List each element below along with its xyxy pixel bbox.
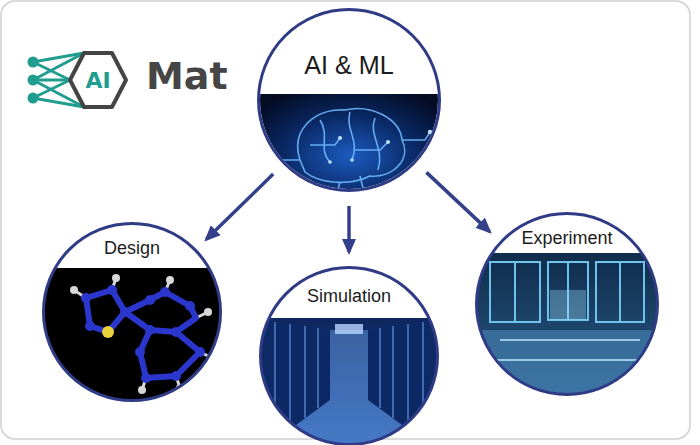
node-label: Simulation (262, 286, 436, 307)
logo-hexagon: AI (70, 50, 126, 110)
node-label: Experiment (478, 228, 656, 249)
node-label: AI (70, 68, 126, 93)
server-room-image (250, 310, 450, 445)
design-circle: Design (42, 222, 222, 402)
logo-wordmark: Mat (146, 54, 228, 98)
flow-arrow (426, 172, 489, 231)
node-label: AI & ML (260, 51, 438, 80)
experiment-circle: Experiment (475, 212, 659, 396)
ai-ml-circle: AI & ML (257, 8, 441, 192)
node-label: Design (45, 238, 219, 259)
flow-arrow (347, 206, 351, 252)
brain-image (250, 90, 450, 210)
molecule-image (40, 260, 230, 410)
simulation-circle: Simulation (259, 266, 439, 445)
hexagon-shape (70, 53, 126, 107)
laboratory-image (468, 245, 670, 405)
flow-arrow (206, 174, 273, 239)
